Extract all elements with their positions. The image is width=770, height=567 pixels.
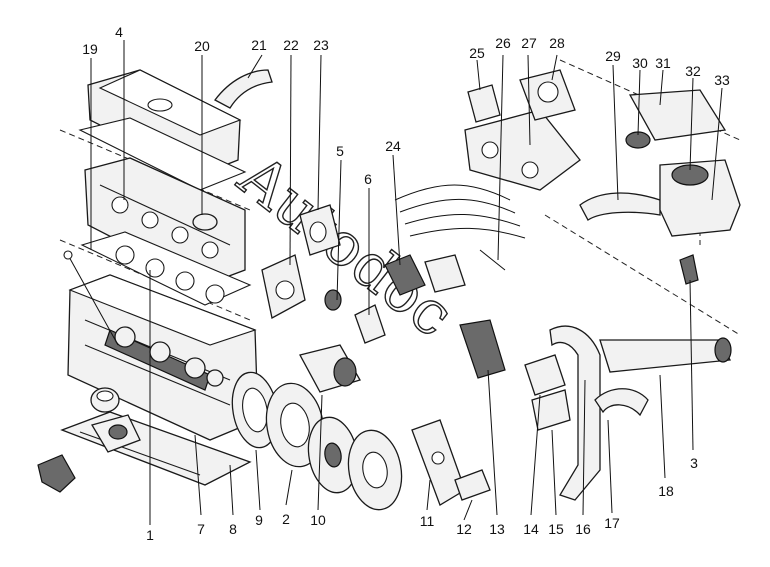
callout-20: 20 (194, 38, 210, 54)
callout-8: 8 (229, 521, 237, 537)
air-filter-cover (628, 89, 727, 141)
starter-motor-left (91, 414, 141, 453)
air-hose-29 (579, 192, 661, 221)
callout-32: 32 (685, 63, 701, 79)
callout-24: 24 (385, 138, 401, 154)
engine-mount-left (37, 454, 76, 493)
ignition-coil (384, 254, 466, 296)
air-filter-housing (659, 159, 741, 237)
callout-28: 28 (549, 35, 565, 51)
callout-14: 14 (523, 521, 539, 537)
bracket-15 (531, 389, 571, 431)
cylinder-head-gasket (80, 231, 252, 306)
flywheel (231, 371, 279, 449)
dipstick (63, 250, 119, 346)
callout-6: 6 (364, 171, 372, 187)
callout-23: 23 (313, 37, 329, 53)
sensor-25 (467, 84, 501, 123)
callout-17: 17 (604, 515, 620, 531)
head-gasket-upper (78, 117, 247, 191)
callout-15: 15 (548, 521, 564, 537)
callout-9: 9 (255, 512, 263, 528)
pipe-17 (594, 388, 649, 417)
callout-3: 3 (690, 455, 698, 471)
callout-30: 30 (632, 55, 648, 71)
callout-numbers: 1 2 3 4 5 6 7 8 9 10 11 12 13 14 15 16 1… (82, 24, 730, 543)
callout-26: 26 (495, 35, 511, 51)
ignition-cables (394, 184, 526, 271)
bracket-6 (354, 304, 386, 344)
callout-21: 21 (251, 37, 267, 53)
callout-5: 5 (336, 143, 344, 159)
callout-7: 7 (197, 521, 205, 537)
callout-31: 31 (655, 55, 671, 71)
bracket-3 (679, 254, 699, 285)
engine-bracket-11 (411, 419, 466, 506)
pipe-18 (599, 337, 732, 373)
mount-14 (524, 354, 566, 396)
callout-16: 16 (575, 521, 591, 537)
callout-25: 25 (469, 45, 485, 61)
callout-1: 1 (146, 527, 154, 543)
callout-13: 13 (489, 521, 505, 537)
callout-33: 33 (714, 72, 730, 88)
callout-10: 10 (310, 512, 326, 528)
throttle-body (519, 69, 576, 121)
starter-motor (299, 344, 361, 393)
callout-27: 27 (521, 35, 537, 51)
oil-filter (90, 387, 120, 413)
intake-manifold (464, 109, 581, 191)
callout-12: 12 (456, 521, 472, 537)
callout-2: 2 (282, 511, 290, 527)
leader-lines (90, 40, 723, 525)
callout-22: 22 (283, 37, 299, 53)
mount-13 (459, 319, 506, 379)
bracket-12 (454, 469, 491, 501)
intake-hose-16 (549, 325, 601, 501)
pressure-plate (347, 429, 403, 511)
water-pump-housing (261, 254, 306, 319)
breather-21 (214, 69, 273, 109)
callout-18: 18 (658, 483, 674, 499)
crankshaft (104, 326, 224, 391)
oil-cap-20 (192, 213, 218, 231)
cylinder-head (84, 157, 246, 286)
sensor-small (324, 289, 342, 311)
callout-19: 19 (82, 41, 98, 57)
thermostat-housing (299, 204, 341, 256)
watermark-text: Autodoc (225, 141, 466, 351)
callout-4: 4 (115, 24, 123, 40)
callout-11: 11 (420, 513, 435, 529)
callout-29: 29 (605, 48, 621, 64)
